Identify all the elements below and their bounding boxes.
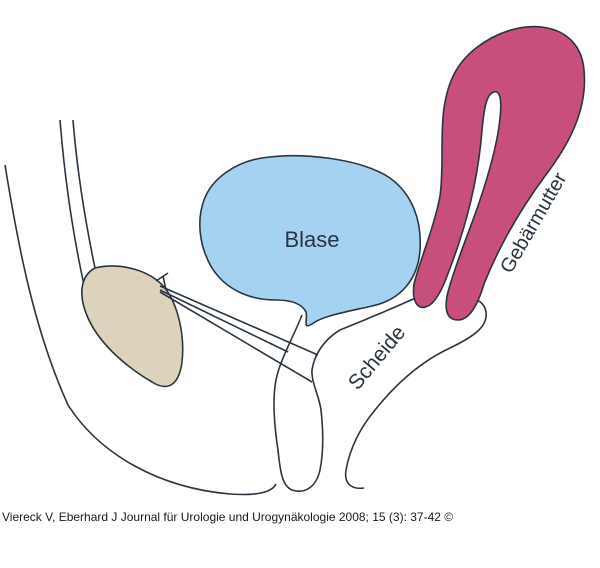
pelvic-anatomy-diagram: Blase Scheide Gebärmutter: [4, 25, 586, 496]
abdominal-wall-line-outer: [59, 119, 85, 286]
ligament-tick: [155, 272, 169, 291]
body-outline-left: [4, 164, 277, 496]
uterus: [412, 25, 586, 321]
urethra: [273, 314, 341, 492]
ligament-line-lower: [159, 291, 313, 383]
abdominal-wall-line-inner: [72, 119, 96, 269]
label-bladder: Blase: [284, 227, 339, 252]
ligament-line-inner: [159, 289, 289, 353]
citation-text: Viereck V, Eberhard J Journal für Urolog…: [2, 510, 454, 524]
pubic-bone: [81, 265, 184, 388]
bladder: [199, 154, 422, 327]
ligament-line-upper: [159, 285, 319, 356]
